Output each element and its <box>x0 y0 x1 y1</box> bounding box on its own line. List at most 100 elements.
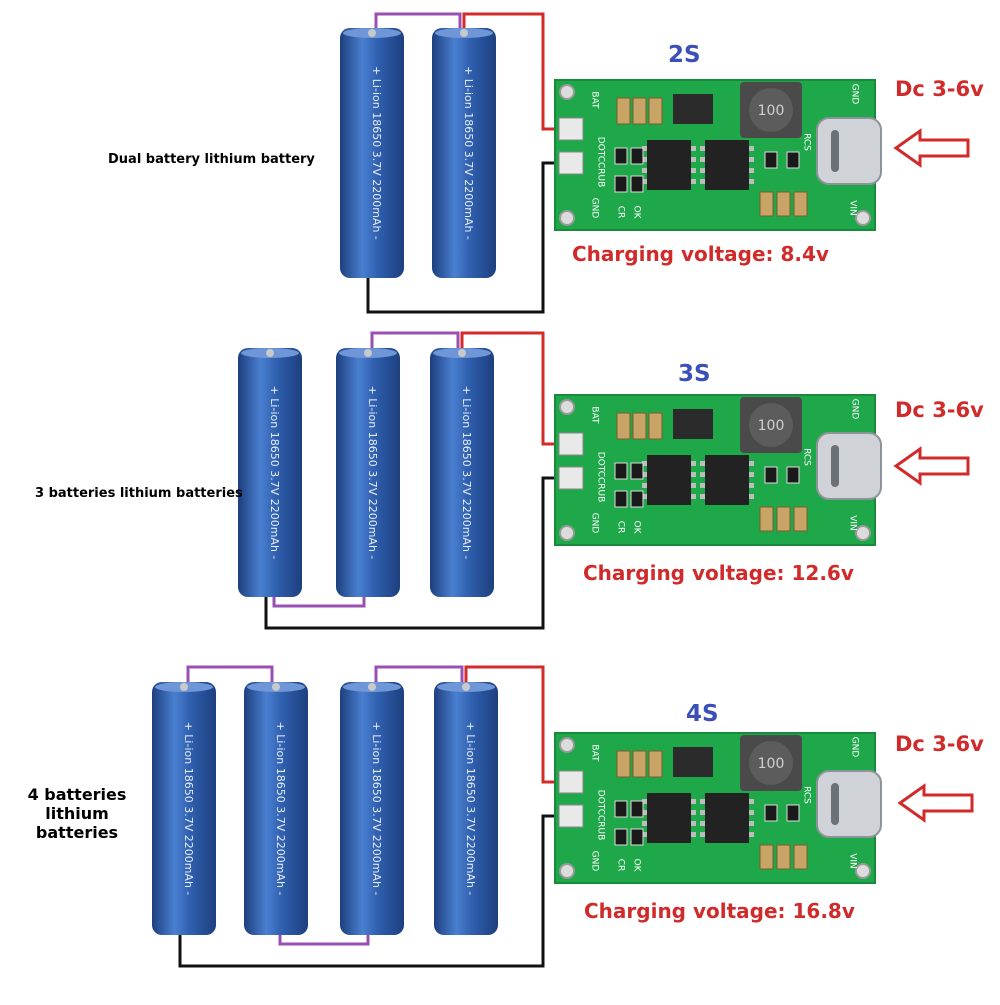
battery-label: + Li-ion 18650 3.7V 2200mAh - <box>274 722 287 896</box>
left-arrow-icon <box>897 783 974 823</box>
silk-brand: DOTCCRUB <box>596 790 606 841</box>
battery-body <box>244 682 308 935</box>
battery-cell: + Li-ion 18650 3.7V 2200mAh - <box>152 682 216 935</box>
inductor-top <box>749 88 793 132</box>
usb-c-slot <box>831 445 839 487</box>
diode <box>673 747 713 777</box>
silk-ok: OK <box>632 521 642 535</box>
smd-capacitor <box>648 750 663 778</box>
silk-brand: DOTCCRUB <box>596 452 606 503</box>
mounting-hole <box>855 863 871 879</box>
ic-pin <box>700 832 705 837</box>
ic-pin <box>642 832 647 837</box>
gnd-pad <box>558 804 584 828</box>
panel-3s-charging-voltage: Charging voltage: 12.6v <box>583 561 854 585</box>
ic-chip <box>705 140 749 190</box>
battery-cell: + Li-ion 18650 3.7V 2200mAh - <box>244 682 308 935</box>
silk-brand: DOTCCRUB <box>596 137 606 188</box>
positive-wire <box>460 331 571 446</box>
silk-gnd: GND <box>590 198 600 219</box>
battery-terminal <box>368 29 376 37</box>
smd-resistor <box>764 466 778 484</box>
ic-pin <box>749 472 754 477</box>
ic-pin <box>700 799 705 804</box>
ic-pin <box>749 799 754 804</box>
ic-pin <box>700 483 705 488</box>
positive-wire <box>462 12 571 131</box>
battery-label: + Li-ion 18650 3.7V 2200mAh - <box>370 722 383 896</box>
series-wire <box>370 331 460 353</box>
usb-c-port <box>816 432 882 500</box>
inductor-label: 100 <box>758 756 785 772</box>
negative-wire <box>264 476 571 630</box>
mounting-hole <box>559 737 575 753</box>
series-wire <box>374 12 462 33</box>
battery-body <box>432 28 496 278</box>
silk-vin: VIN <box>848 515 858 531</box>
smd-capacitor <box>793 844 808 870</box>
negative-wire <box>366 161 571 314</box>
silk-rcs: RCS <box>802 448 812 466</box>
smd-capacitor <box>616 750 631 778</box>
smd-resistor <box>614 490 628 508</box>
series-wire <box>374 665 464 687</box>
battery-label: + Li-ion 18650 3.7V 2200mAh - <box>462 66 475 240</box>
battery-terminal <box>266 349 274 357</box>
smd-resistor <box>614 175 628 193</box>
smd-resistor <box>786 466 800 484</box>
silk-ok: OK <box>632 859 642 873</box>
smd-capacitor <box>632 97 647 125</box>
battery-body <box>340 682 404 935</box>
battery-terminal <box>462 683 470 691</box>
mounting-hole <box>855 210 871 226</box>
ic-pin <box>691 472 696 477</box>
battery-terminal <box>364 349 372 357</box>
silk-bat: BAT <box>590 91 600 109</box>
smd-capacitor <box>776 506 791 532</box>
smd-resistor <box>764 151 778 169</box>
silk-cr: CR <box>616 206 626 219</box>
panel-3s: + Li-ion 18650 3.7V 2200mAh - + Li-ion 18… <box>238 331 970 630</box>
series-wire <box>272 597 366 608</box>
mounting-hole <box>559 525 575 541</box>
ic-pin <box>749 157 754 162</box>
series-wire <box>278 935 370 946</box>
ic-pin <box>691 494 696 499</box>
mounting-hole <box>559 399 575 415</box>
silk-cr: CR <box>616 521 626 534</box>
usb-c-port <box>816 117 882 185</box>
diode <box>673 409 713 439</box>
battery-terminal <box>460 29 468 37</box>
battery-label: + Li-ion 18650 3.7V 2200mAh - <box>370 66 383 240</box>
battery-cell: + Li-ion 18650 3.7V 2200mAh - <box>430 348 494 597</box>
battery-label: + Li-ion 18650 3.7V 2200mAh - <box>366 386 379 560</box>
smd-capacitor <box>759 191 774 217</box>
smd-resistor <box>764 804 778 822</box>
left-arrow-icon <box>893 128 970 168</box>
ic-pin <box>691 483 696 488</box>
silk-vin: VIN <box>848 200 858 216</box>
ic-chip <box>647 140 691 190</box>
ic-pin <box>642 461 647 466</box>
battery-label: + Li-ion 18650 3.7V 2200mAh - <box>268 386 281 560</box>
smd-resistor <box>630 800 644 818</box>
battery-body <box>430 348 494 597</box>
ic-pin <box>642 821 647 826</box>
ic-chip <box>705 793 749 843</box>
ic-pin <box>642 799 647 804</box>
battery-label: + Li-ion 18650 3.7V 2200mAh - <box>464 722 477 896</box>
battery-body <box>238 348 302 597</box>
ic-pin <box>700 810 705 815</box>
inductor-label: 100 <box>758 103 785 119</box>
panel-2s-input-voltage: Dc 3-6v <box>895 77 984 101</box>
smd-capacitor <box>648 412 663 440</box>
panel-3s-description: 3 batteries lithium batteries <box>35 486 243 501</box>
silk-cr: CR <box>616 859 626 872</box>
smd-capacitor <box>793 191 808 217</box>
smd-capacitor <box>648 97 663 125</box>
smd-resistor <box>630 175 644 193</box>
left-arrow-icon <box>893 446 970 486</box>
silk-gnd: GND <box>590 851 600 872</box>
